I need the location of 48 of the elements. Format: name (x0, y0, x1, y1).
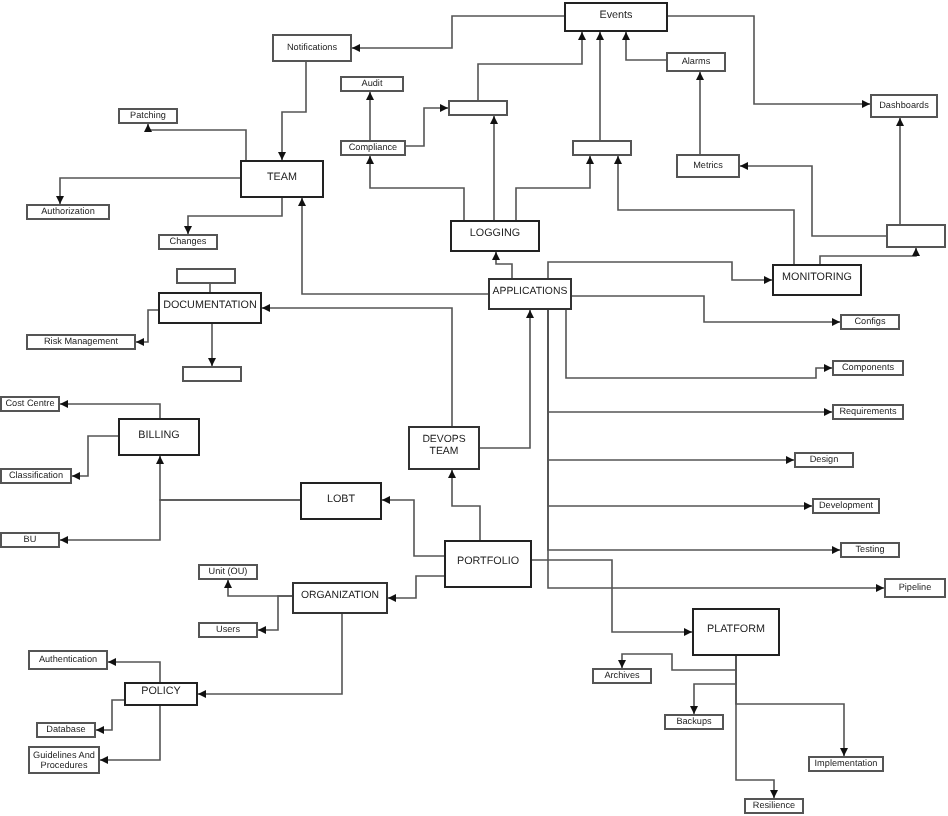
arrow (571, 295, 841, 326)
process-box (448, 100, 508, 116)
arrow (492, 251, 513, 279)
arrow (197, 613, 343, 698)
arrow (515, 155, 594, 221)
arrow (257, 595, 293, 634)
arrow (667, 15, 871, 108)
arrow (59, 499, 301, 544)
arrow (696, 71, 704, 155)
arrow (135, 309, 159, 346)
arrow (381, 496, 445, 557)
arrow (735, 655, 778, 799)
arrow (107, 658, 161, 683)
process-box (176, 268, 236, 284)
arrow (184, 197, 283, 235)
arrow (261, 304, 453, 427)
arrow (387, 575, 445, 602)
arrow (95, 699, 125, 734)
arrow (366, 91, 374, 141)
arrow (59, 400, 161, 419)
arrow (614, 155, 795, 265)
arrow (819, 247, 920, 265)
arrow (99, 705, 161, 764)
arrow (531, 559, 693, 636)
arrow (565, 309, 833, 379)
arrow (479, 309, 534, 449)
arrow (596, 31, 604, 141)
arrow (896, 117, 904, 225)
process-box (886, 224, 946, 248)
arrow (366, 155, 465, 221)
arrow (622, 31, 667, 61)
process-box (572, 140, 632, 156)
arrow (547, 309, 885, 592)
arrow (71, 435, 119, 480)
arrow (208, 323, 216, 367)
arrow (278, 61, 307, 161)
arrow (477, 31, 586, 101)
arrow (547, 261, 773, 284)
arrow (351, 15, 565, 52)
arrow (298, 197, 489, 295)
arrow (490, 115, 498, 221)
arrow (739, 162, 887, 237)
arrow (144, 123, 247, 161)
arrow (448, 469, 481, 541)
arrow (405, 104, 449, 147)
process-box (182, 366, 242, 382)
arrow (618, 653, 737, 671)
arrow (56, 177, 241, 205)
